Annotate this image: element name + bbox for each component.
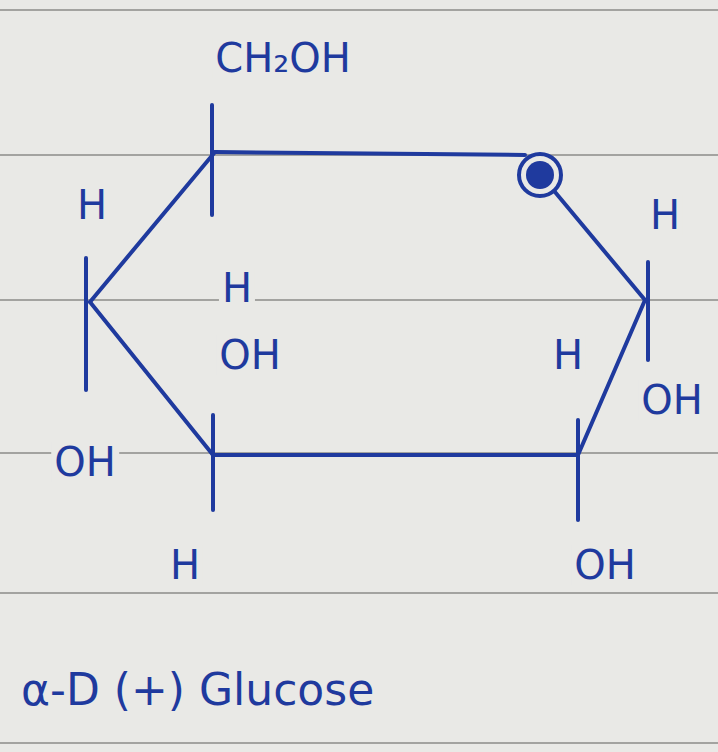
atom-label: OH [216,335,284,375]
atom-label: OH [571,545,639,585]
atom-label: H [167,545,203,585]
group-label: CH₂OH [212,38,354,78]
atom-label: H [74,185,110,225]
atom-label: H [647,195,683,235]
atom-label: H [219,268,255,308]
atom-label: H [550,335,586,375]
atom-label: OH [51,442,119,482]
atom-label: OH [638,380,706,420]
caption: α-D (+) Glucose [18,668,377,712]
